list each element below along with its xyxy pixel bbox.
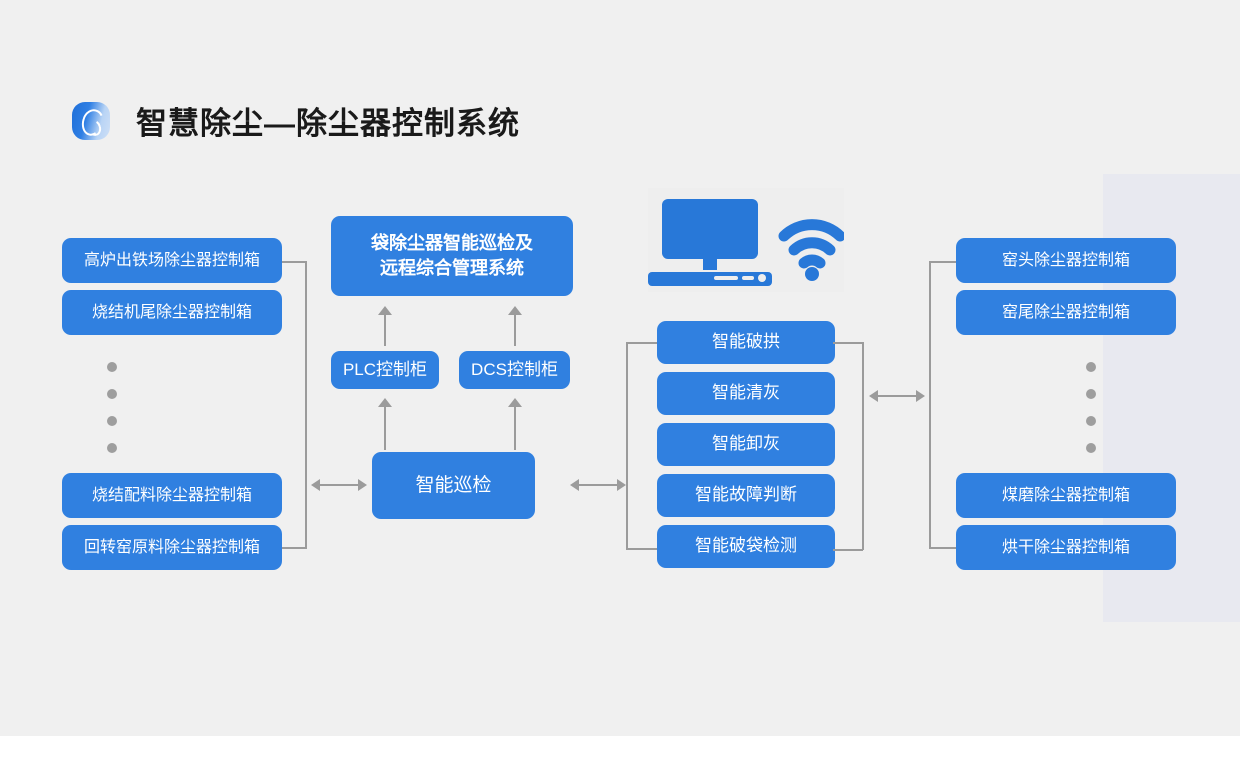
dot: [107, 416, 117, 426]
right-bracket-vertical: [929, 261, 931, 548]
arrow-shaft: [577, 484, 619, 486]
function-bracket-right-bottom-stub: [833, 549, 863, 551]
arrow-shaft: [876, 395, 918, 397]
arrow-head-up-icon: [508, 306, 522, 315]
right-item-2[interactable]: 煤磨除尘器控制箱: [956, 473, 1176, 518]
inspection-hub[interactable]: 智能巡检: [372, 452, 535, 519]
dcs-cabinet[interactable]: DCS控制柜: [459, 351, 570, 389]
dot: [1086, 389, 1096, 399]
function-item-1[interactable]: 智能清灰: [657, 372, 835, 415]
wifi-dot-icon: [805, 267, 819, 281]
function-item-0[interactable]: 智能破拱: [657, 321, 835, 364]
arrow-shaft: [514, 314, 516, 346]
right-item-0[interactable]: 窑头除尘器控制箱: [956, 238, 1176, 283]
right-item-1[interactable]: 窑尾除尘器控制箱: [956, 290, 1176, 335]
arrow-head-left-icon: [570, 479, 579, 491]
arrow-head-left-icon: [311, 479, 320, 491]
left-item-1[interactable]: 烧结机尾除尘器控制箱: [62, 290, 282, 335]
arrow-hub-to-dcs: [508, 398, 522, 450]
central-management-system[interactable]: 袋除尘器智能巡检及 远程综合管理系统: [331, 216, 573, 296]
left-bracket-vertical: [305, 261, 307, 548]
function-item-4[interactable]: 智能破袋检测: [657, 525, 835, 568]
dot: [107, 362, 117, 372]
dot: [107, 443, 117, 453]
device-illustration: [648, 199, 844, 286]
arrow-head-up-icon: [378, 306, 392, 315]
right-bracket-top-stub: [929, 261, 956, 263]
function-bracket-left-bottom-stub: [626, 548, 658, 550]
page-title: 智慧除尘—除尘器控制系统: [136, 106, 520, 141]
left-bracket-bottom-stub: [282, 547, 307, 549]
arrow-hub-to-plc: [378, 398, 392, 450]
left-item-0[interactable]: 高炉出铁场除尘器控制箱: [62, 238, 282, 283]
arrow-left-to-hub: [311, 478, 367, 492]
arrow-shaft: [384, 406, 386, 450]
dot: [1086, 362, 1096, 372]
arrow-functions-to-right: [869, 389, 925, 403]
plc-cabinet[interactable]: PLC控制柜: [331, 351, 439, 389]
right-ellipsis-dots: [1086, 362, 1096, 453]
page-header: 智慧除尘—除尘器控制系统: [72, 98, 520, 143]
right-item-3[interactable]: 烘干除尘器控制箱: [956, 525, 1176, 570]
left-item-3[interactable]: 回转窑原料除尘器控制箱: [62, 525, 282, 570]
arrow-shaft: [318, 484, 360, 486]
dot: [1086, 443, 1096, 453]
arrow-dcs-to-system: [508, 306, 522, 346]
wifi-signal-icon: [778, 219, 844, 269]
left-bracket-top-stub: [282, 261, 307, 263]
function-bracket-right-top-stub: [833, 342, 863, 344]
arrow-shaft: [514, 406, 516, 450]
function-bracket-left-top-stub: [626, 342, 658, 344]
dot: [1086, 416, 1096, 426]
function-bracket-right-vertical: [862, 342, 864, 550]
spiral-swoosh-logo-icon: [72, 101, 110, 140]
function-item-3[interactable]: 智能故障判断: [657, 474, 835, 517]
arrow-shaft: [384, 314, 386, 346]
arrow-plc-to-system: [378, 306, 392, 346]
arrow-head-up-icon: [378, 398, 392, 407]
system-title-line-2: 远程综合管理系统: [380, 258, 524, 278]
arrow-head-right-icon: [358, 479, 367, 491]
arrow-head-left-icon: [869, 390, 878, 402]
left-item-2[interactable]: 烧结配料除尘器控制箱: [62, 473, 282, 518]
device-illustration-panel: [648, 188, 844, 292]
right-bracket-bottom-stub: [929, 547, 956, 549]
function-item-2[interactable]: 智能卸灰: [657, 423, 835, 466]
system-title-line-1: 袋除尘器智能巡检及: [371, 233, 533, 254]
slide-canvas: 智慧除尘—除尘器控制系统 高炉出铁场除尘器控制箱 烧结机尾除尘器控制箱 烧结配料…: [0, 0, 1240, 736]
left-ellipsis-dots: [107, 362, 117, 453]
arrow-head-right-icon: [916, 390, 925, 402]
arrow-head-up-icon: [508, 398, 522, 407]
function-bracket-left-vertical: [626, 342, 628, 549]
arrow-hub-to-functions: [570, 478, 626, 492]
desktop-computer-icon: [648, 199, 772, 286]
arrow-head-right-icon: [617, 479, 626, 491]
dot: [107, 389, 117, 399]
